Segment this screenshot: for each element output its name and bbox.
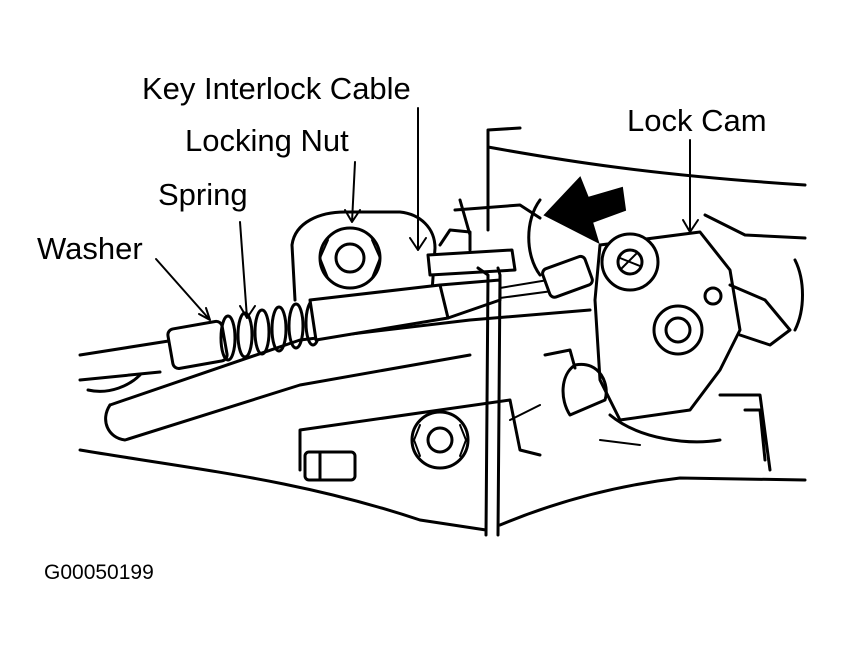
- cable-clip-left: [86, 373, 142, 393]
- lower-link-tab: [543, 348, 577, 370]
- locking-nut-flats: [319, 239, 381, 279]
- lock-cam-pivot-slot: [619, 253, 641, 269]
- label-locking-nut: Locking Nut: [185, 123, 349, 158]
- lower-right-outline: [498, 476, 807, 527]
- lower-housing-outline: [78, 448, 488, 532]
- locking-nut-bore: [334, 242, 366, 274]
- label-key-interlock-cable: Key Interlock Cable: [142, 71, 411, 106]
- lower-link: [561, 362, 608, 417]
- base-plate-edge: [298, 398, 542, 472]
- key-interlock-cable-leader: [409, 107, 427, 251]
- arrow-guide-curve: [527, 198, 542, 277]
- housing-bracket: [453, 198, 542, 237]
- lock-cam-pivot-bore: [616, 248, 644, 276]
- lock-cam-pin: [703, 286, 723, 306]
- spring-leader: [239, 221, 256, 319]
- lower-nut-bore: [426, 426, 454, 454]
- cable-end-fitting: [438, 278, 502, 320]
- nut-bracket: [290, 210, 437, 302]
- lower-nut: [410, 410, 470, 470]
- locking-nut-hex: [318, 226, 382, 290]
- detail-lines: [509, 404, 641, 446]
- lock-cam-lever: [728, 283, 792, 347]
- cable-bracket-top: [426, 248, 517, 277]
- lower-nut-flats: [413, 424, 467, 457]
- locking-nut-leader: [344, 161, 361, 223]
- label-lock-cam: Lock Cam: [627, 103, 767, 138]
- lower-link-curve: [608, 413, 722, 444]
- figure-id: G00050199: [44, 561, 154, 584]
- spring-coils: [219, 299, 322, 362]
- washer-leader: [155, 258, 211, 321]
- label-spring: Spring: [158, 177, 248, 212]
- label-washer: Washer: [37, 231, 143, 266]
- housing-top-edge: [486, 126, 522, 149]
- washer: [166, 319, 229, 370]
- cable-housing-left: [78, 338, 177, 382]
- cable-end-plug: [541, 254, 594, 299]
- lock-cam-center-bore: [664, 316, 692, 344]
- right-bracket: [718, 393, 772, 472]
- lock-cam-leader: [682, 139, 699, 233]
- housing-right-ledge: [703, 213, 807, 240]
- vertical-rod: [476, 266, 502, 537]
- base-plate-slot: [303, 450, 357, 482]
- housing-right-lobe: [793, 258, 804, 332]
- arm-lower-edge: [104, 353, 472, 442]
- cable-bracket-tab: [438, 228, 472, 252]
- housing-upper-curve: [486, 145, 807, 187]
- lock-cam-center-boss: [652, 304, 704, 356]
- direction-arrow: [543, 176, 627, 244]
